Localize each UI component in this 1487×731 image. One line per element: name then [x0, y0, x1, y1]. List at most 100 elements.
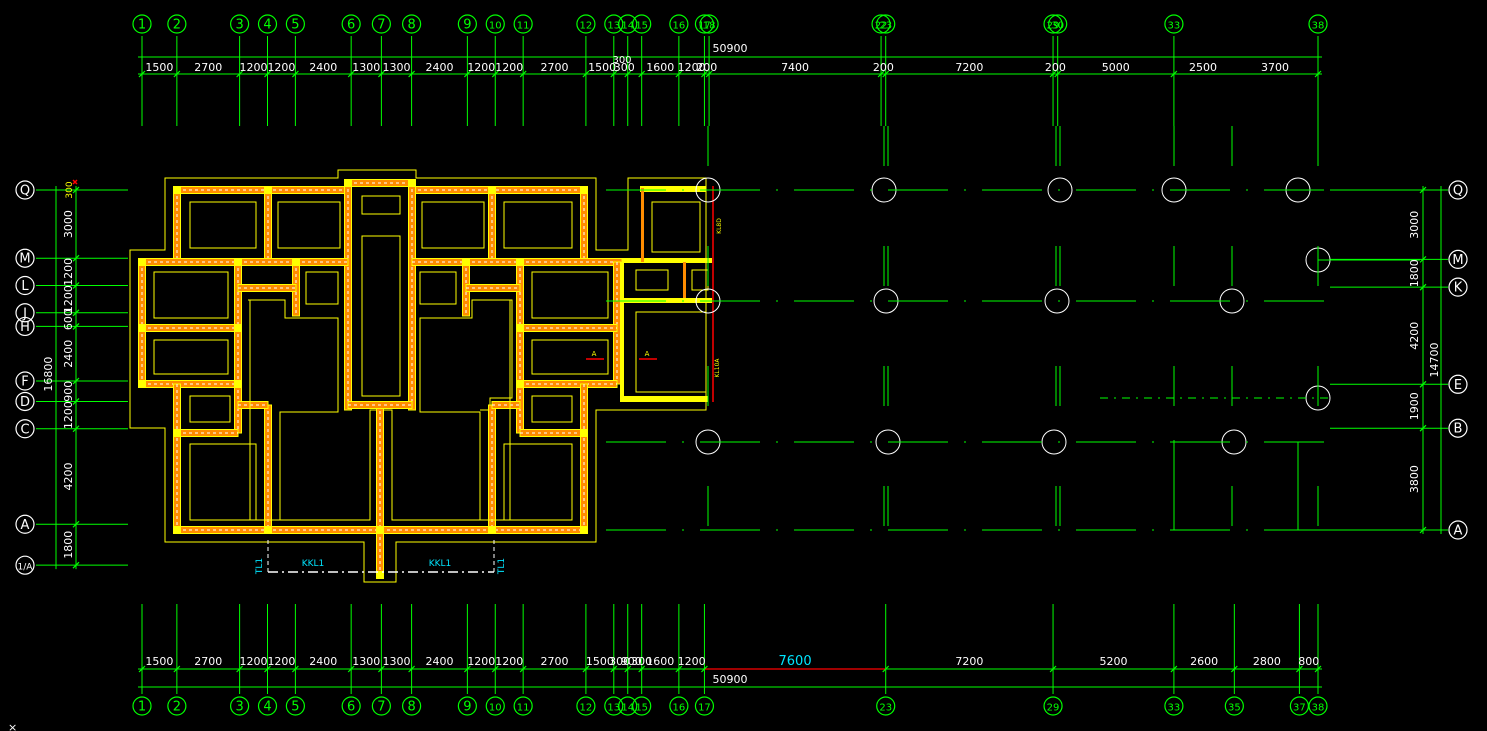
- dimension-tick: [1314, 665, 1322, 673]
- dimension-tick: [1049, 70, 1057, 78]
- dimension-text: 1200: [267, 655, 295, 668]
- dimension-text: 7200: [955, 61, 983, 74]
- dimension-tick: [1295, 665, 1303, 673]
- axis-bubble: [618, 696, 638, 716]
- dimension-text: 5200: [1099, 655, 1127, 668]
- room-outline: [361, 235, 401, 397]
- dimension-tick: [463, 665, 471, 673]
- dimension-tick: [72, 254, 80, 262]
- dimension-tick: [491, 70, 499, 78]
- axis-bubble-label: Q: [1453, 184, 1463, 199]
- axis-bubble: [604, 696, 624, 716]
- dimension-text: 2400: [309, 655, 337, 668]
- room-outline: [153, 339, 229, 375]
- axis-bubble-label: A: [21, 518, 30, 533]
- axis-bubble-label: E: [1454, 378, 1462, 393]
- dimension-tick: [1419, 424, 1427, 432]
- axis-bubble-label: 4: [263, 700, 271, 715]
- right-grid: [606, 126, 1420, 604]
- dimension-text: 300: [631, 655, 652, 668]
- dimension-text: 200: [1045, 61, 1066, 74]
- axis-bubble: [513, 14, 533, 34]
- dimension-tick: [1049, 665, 1057, 673]
- room-outline: [503, 443, 573, 521]
- axis-bubble-label: 23: [879, 21, 892, 32]
- axis-lines: [36, 36, 1448, 694]
- axis-bubble-label: 11: [517, 21, 530, 32]
- dimension-tick: [882, 665, 890, 673]
- dimension-text: 3000: [1408, 211, 1421, 239]
- column-dot: [488, 186, 496, 194]
- dimension-tick: [264, 70, 271, 78]
- axis-bubble: [15, 316, 35, 337]
- dimension-tick: [291, 665, 299, 673]
- dimension-text: 2400: [425, 655, 453, 668]
- highlight-beam: [622, 298, 712, 303]
- column-circle: [1047, 177, 1073, 203]
- axis-bubble-label: 33: [1168, 21, 1181, 32]
- axis-bubble: [1448, 180, 1468, 200]
- dimension-tick: [291, 70, 299, 78]
- dimension-tick: [1314, 70, 1322, 78]
- dimension-text: 1600: [646, 61, 674, 74]
- axis-bubble-label: 5: [291, 18, 299, 33]
- axis-bubble: [1043, 14, 1063, 34]
- axis-bubble: [669, 696, 689, 716]
- axis-bubble-label: Q: [20, 184, 30, 199]
- axis-bubble: [341, 696, 361, 716]
- dimension-text: 1500: [145, 655, 173, 668]
- axis-bubble-label: 2: [173, 700, 181, 715]
- dimension-tick: [1419, 526, 1427, 534]
- dimension-tick: [701, 665, 708, 673]
- dimension-text: 2800: [1253, 655, 1281, 668]
- axis-bubble: [694, 696, 715, 716]
- room-outline: [153, 271, 229, 319]
- dimension-tick: [236, 665, 244, 673]
- axis-bubble: [15, 419, 35, 439]
- axis-bubble: [1448, 520, 1468, 540]
- dimension-tick: [72, 323, 80, 330]
- dimension-text: 1200: [495, 655, 523, 668]
- axis-bubble-label: 11: [517, 703, 530, 714]
- dimension-text: 300: [609, 655, 630, 668]
- axis-bubble: [401, 14, 422, 34]
- section-mark-label: A: [645, 350, 650, 358]
- axis-bubble-label: 1: [138, 700, 146, 715]
- dimension-text: 200: [873, 61, 894, 74]
- dimension-tick: [72, 186, 80, 194]
- axis-bubble-label: 4: [263, 18, 271, 33]
- dimension-tick: [882, 70, 890, 78]
- room-outline: [189, 395, 231, 423]
- dimension-text: 1200: [467, 655, 495, 668]
- axis-bubble-label: 2: [173, 18, 181, 33]
- column-dot: [516, 258, 524, 266]
- axis-bubble: [371, 696, 391, 716]
- dimension-tick: [1419, 283, 1427, 291]
- axis-bubble-label: 3: [235, 18, 243, 33]
- axis-bubble-label: M: [19, 252, 30, 267]
- room-outline: [531, 271, 609, 319]
- axis-bubble-label: 13: [607, 703, 620, 714]
- axis-bubble: [1043, 696, 1063, 716]
- cursor-marker: ×: [8, 721, 17, 731]
- axis-bubble: [1448, 277, 1468, 297]
- inner-outline: [248, 299, 513, 521]
- red-cross-mark: [72, 179, 78, 185]
- axis-bubble-label: 16: [673, 703, 686, 714]
- axis-bubble-label: F: [21, 375, 28, 390]
- dimension-text: 1500: [145, 61, 173, 74]
- room-outline: [189, 201, 257, 249]
- axis-bubble: [1224, 696, 1244, 716]
- axis-bubble: [167, 14, 187, 34]
- dimension-tick: [705, 70, 713, 78]
- dimension-text: 2700: [194, 61, 222, 74]
- dimension-text: 900: [621, 655, 642, 668]
- dimension-text: 7600: [779, 654, 812, 669]
- column-dot: [292, 258, 300, 266]
- dimension-tick: [1230, 665, 1238, 673]
- dimension-text: 1200: [267, 61, 295, 74]
- dimension-text: 3000: [62, 210, 75, 238]
